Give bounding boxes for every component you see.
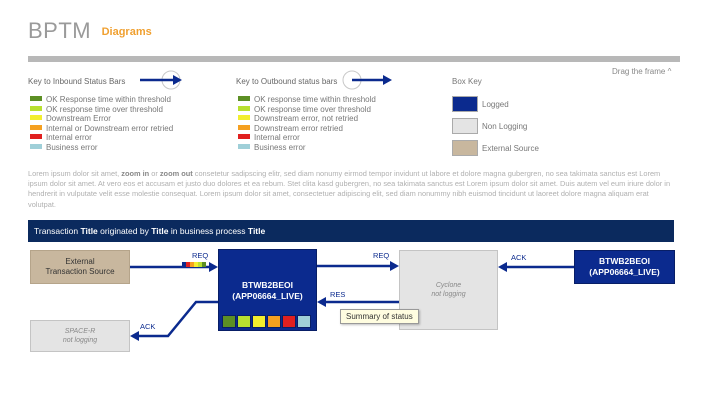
outbound-key-label: Downstream error, not retried [254, 114, 359, 123]
diagram-connectors [130, 261, 574, 341]
inbound-key-title: Key to Inbound Status Bars [28, 77, 126, 86]
transaction-banner: Transaction Title originated by Title in… [28, 220, 674, 242]
mini-status-segment [198, 262, 202, 267]
ack-left-connector [136, 300, 218, 338]
outbound-key-item: OK response time within threshold [238, 95, 376, 105]
req-out-label: REQ [373, 251, 390, 260]
status-segment[interactable] [237, 315, 251, 328]
external-transaction-source-box[interactable]: External Transaction Source [30, 250, 130, 284]
inbound-key-swatch [30, 124, 42, 130]
box-key-label: External Source [482, 144, 539, 153]
mini-status-segment [182, 262, 186, 267]
inbound-key-label: Internal error [46, 133, 92, 142]
outbound-key-label: OK response time over threshold [254, 104, 371, 114]
downstream-service-box[interactable]: BTWB2BEOI (APP06664_LIVE) [574, 250, 675, 284]
zoom-in-hint: zoom in [121, 169, 150, 178]
res-arrowhead [317, 297, 326, 307]
status-segment[interactable] [282, 315, 296, 328]
outbound-key-item: Business error [238, 143, 306, 153]
mini-status-segment [202, 262, 206, 267]
outbound-key-swatch [238, 143, 250, 149]
page-subtitle: Diagrams [101, 26, 152, 38]
inbound-key-swatch [30, 96, 42, 101]
ack-left-arrowhead [130, 331, 139, 341]
res-label: RES [330, 290, 346, 299]
req-in-arrowhead [209, 262, 218, 272]
inbound-key-item: Business error [30, 143, 98, 153]
mini-status-segment [186, 262, 190, 267]
ack-right-arrowhead [498, 262, 507, 272]
outbound-key-swatch [238, 115, 250, 120]
inbound-key-label: Downstream Error [46, 114, 111, 123]
ack-left-label: ACK [140, 322, 156, 331]
req-out-arrowhead [390, 261, 399, 271]
outbound-key-item: OK response time over threshold [238, 105, 371, 115]
outbound-key-label: Business error [254, 142, 306, 152]
box-key-swatch [452, 96, 478, 112]
inbound-mini-status-bar [182, 262, 206, 267]
mini-status-segment [194, 262, 198, 267]
status-segment[interactable] [297, 315, 311, 328]
outbound-key-swatch [238, 134, 250, 139]
outbound-key-item: Internal error [238, 133, 300, 143]
inbound-key-item: Internal or Downstream error retried [30, 124, 173, 134]
description-text: Lorem ipsum dolor sit amet, zoom in or z… [28, 169, 671, 209]
outbound-key-item: Downstream error retried [238, 124, 343, 134]
outbound-key-swatch [238, 124, 250, 130]
box-key-label: Logged [482, 100, 509, 109]
req-in-label: REQ [192, 251, 209, 260]
drag-frame-link[interactable]: Drag the frame ^ [612, 67, 672, 76]
inbound-key-swatch [30, 143, 42, 149]
space-r-box[interactable]: SPACE-R not logging [30, 320, 130, 352]
header: BPTM Diagrams [28, 18, 152, 48]
inbound-key-item: OK response time over threshold [30, 105, 163, 115]
status-segment[interactable] [252, 315, 266, 328]
outbound-key-label: Internal error [254, 133, 300, 142]
inbound-key-item: OK Response time within threshold [30, 95, 171, 105]
outbound-key-item: Downstream error, not retried [238, 114, 358, 124]
inbound-key-label: Internal or Downstream error retried [46, 123, 174, 133]
inbound-key-label: OK Response time within threshold [46, 95, 171, 104]
status-summary-tooltip: Summary of status [340, 309, 419, 324]
mini-status-segment [190, 262, 194, 267]
outbound-key-label: OK response time within threshold [254, 95, 376, 104]
brand-title: BPTM [28, 18, 92, 43]
outbound-key-title: Key to Outbound status bars [236, 77, 338, 86]
inbound-key-label: Business error [46, 142, 98, 152]
inbound-key-swatch [30, 115, 42, 120]
status-segment[interactable] [267, 315, 281, 328]
inbound-key-swatch [30, 134, 42, 139]
box-key-title: Box Key [452, 77, 482, 86]
inbound-arrow-icon [140, 70, 182, 90]
inbound-key-item: Internal error [30, 133, 92, 143]
status-summary-bar[interactable] [222, 315, 311, 328]
box-key-swatch [452, 118, 478, 134]
box-key-label: Non Logging [482, 122, 528, 131]
outbound-arrow-icon [342, 70, 392, 90]
zoom-out-hint: zoom out [159, 169, 193, 178]
inbound-key-item: Downstream Error [30, 114, 111, 124]
ack-right-label: ACK [511, 253, 527, 262]
status-segment[interactable] [222, 315, 236, 328]
inbound-key-label: OK response time over threshold [46, 104, 163, 114]
outbound-key-swatch [238, 96, 250, 101]
outbound-key-label: Downstream error retried [254, 123, 343, 133]
drag-frame-bar[interactable] [28, 56, 680, 62]
outbound-key-swatch [238, 105, 250, 111]
box-key-swatch [452, 140, 478, 156]
inbound-key-swatch [30, 105, 42, 111]
transaction-diagram: External Transaction Source SPACE-R not … [0, 242, 704, 412]
